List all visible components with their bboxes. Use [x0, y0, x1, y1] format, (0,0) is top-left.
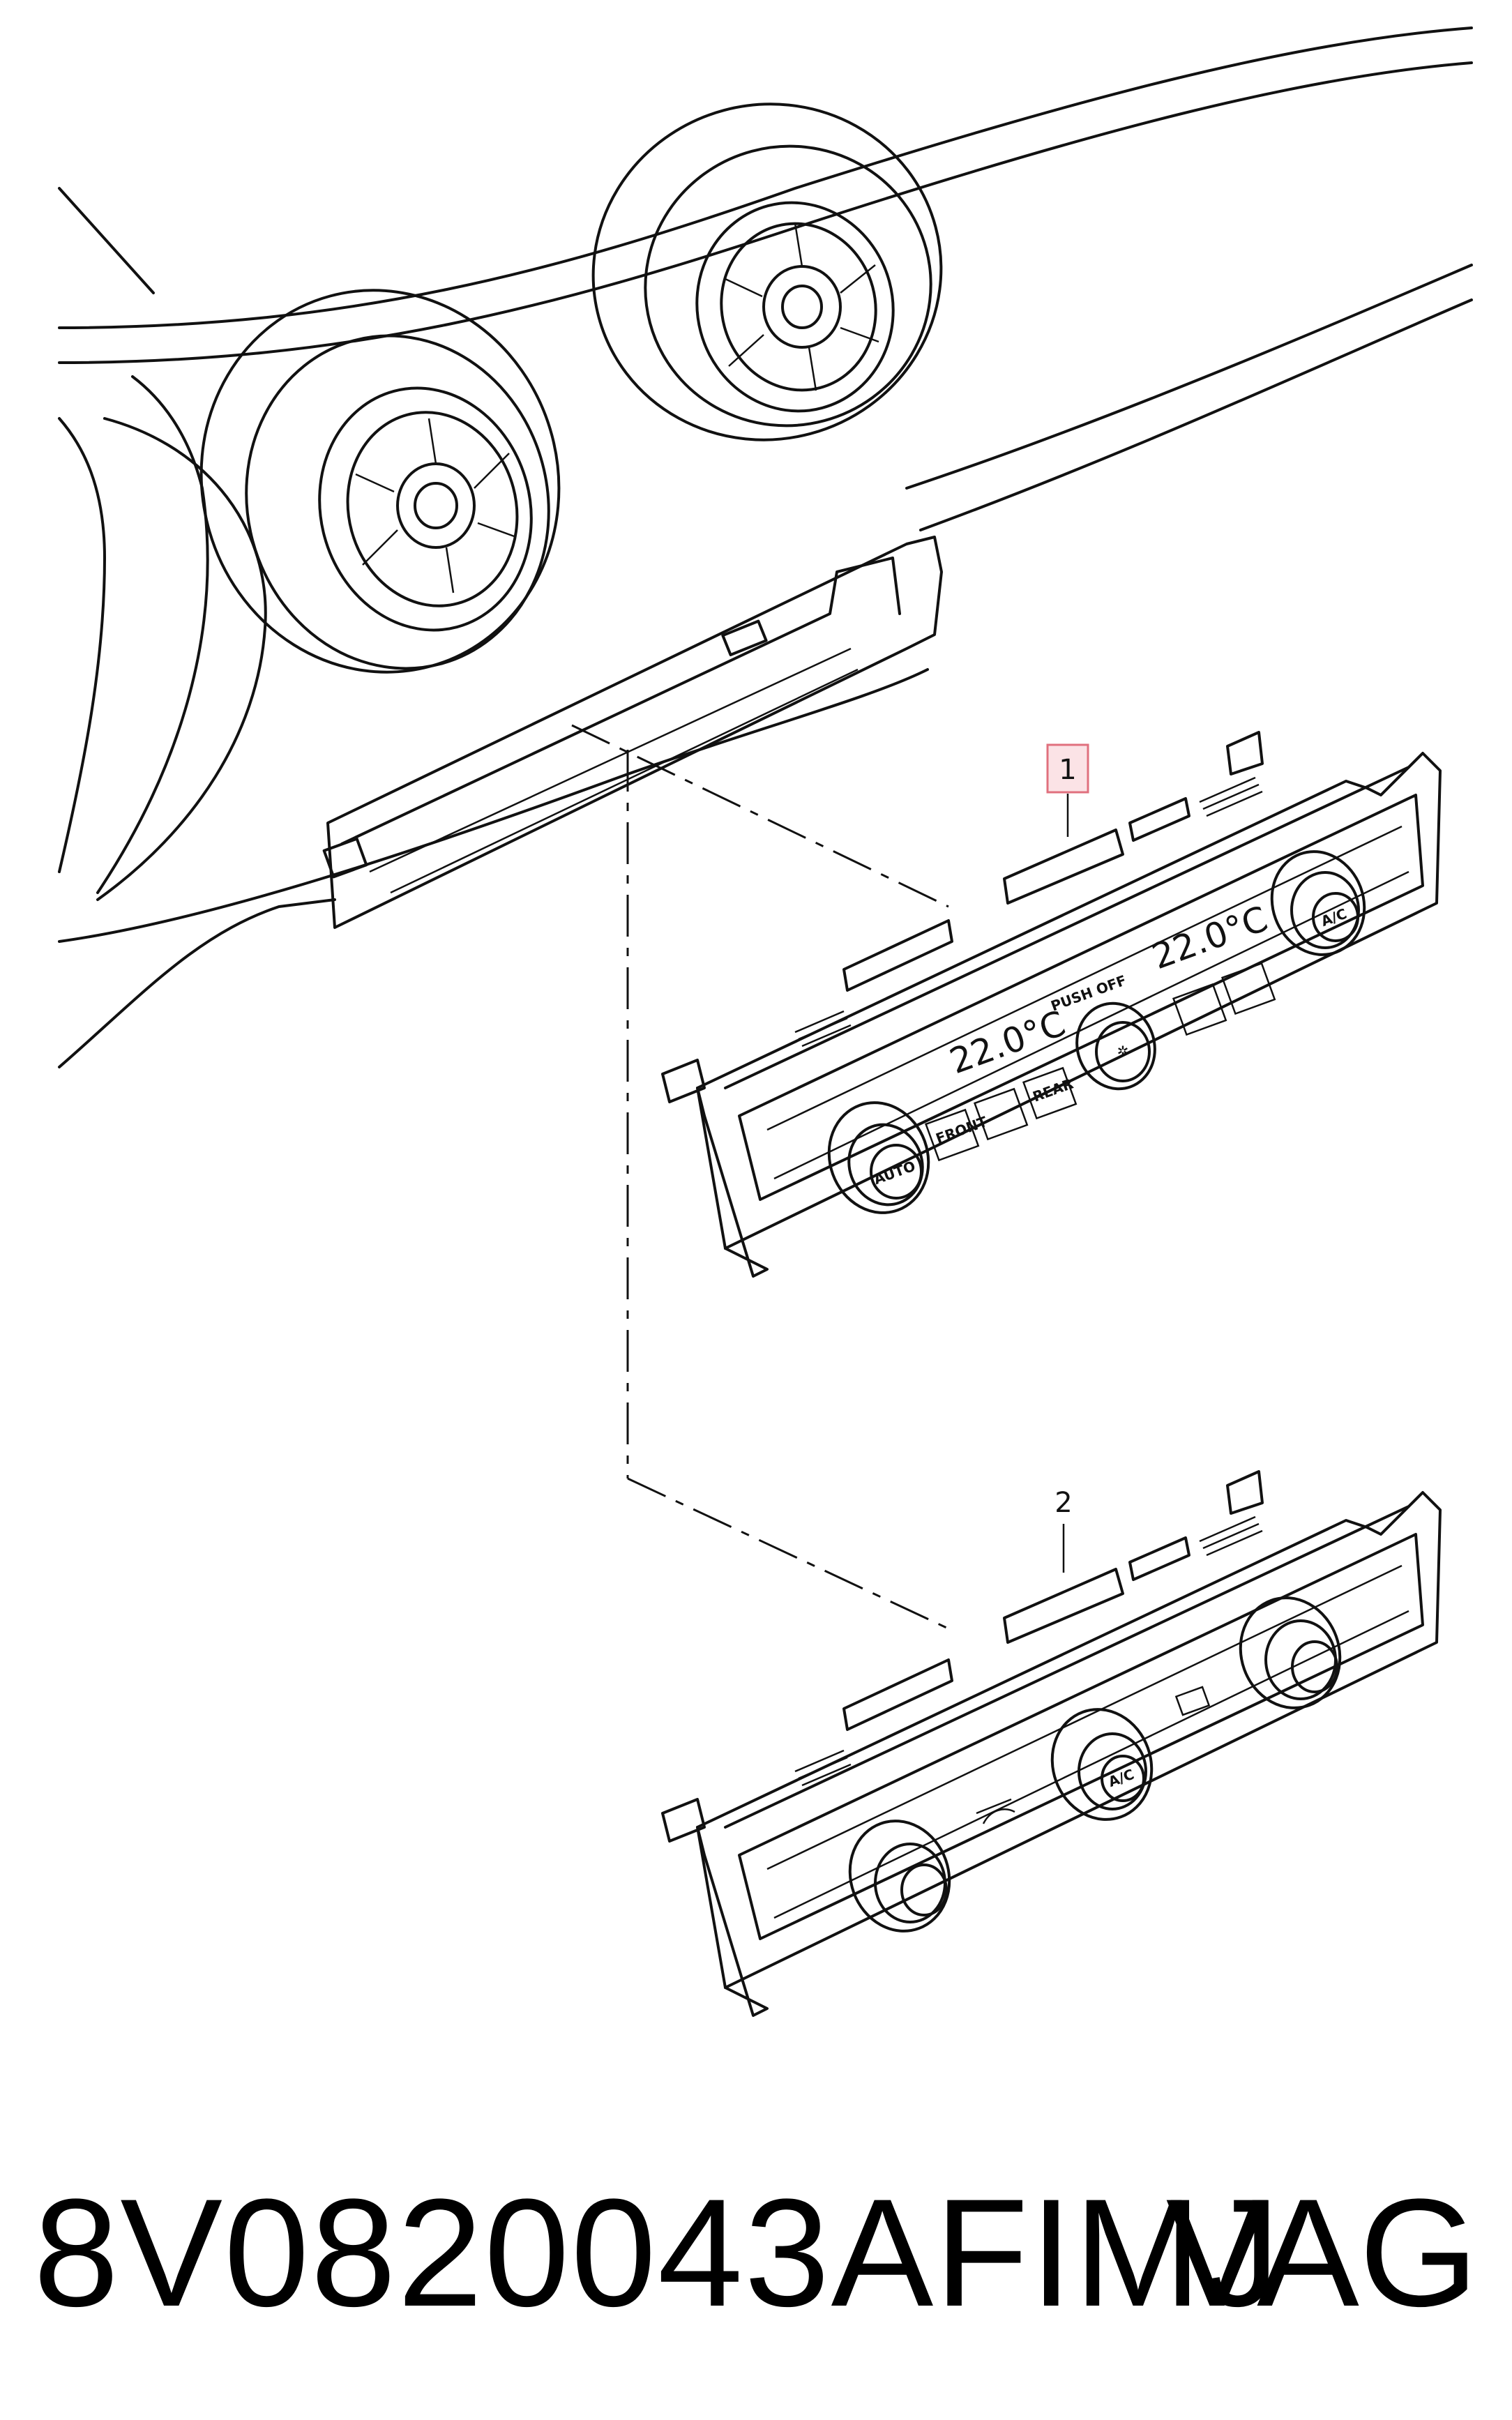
- ac-knob-label: A/C: [1319, 905, 1349, 930]
- callout-1: 1: [1046, 743, 1089, 837]
- temp-knob-right[interactable]: [1225, 1584, 1355, 1722]
- climate-panel-2: A/C: [661, 1470, 1442, 2017]
- fan-icon: ✲: [1117, 1043, 1129, 1059]
- lower-ac-knob-label: A/C: [1106, 1766, 1136, 1790]
- auto-knob[interactable]: AUTO: [814, 1089, 944, 1227]
- exploded-parts-diagram: 1 2 AUTO ✲: [58, 27, 1473, 2017]
- callout-1-label: 1: [1059, 754, 1076, 786]
- diagram-canvas: 1 2 AUTO ✲: [58, 27, 1473, 2017]
- seat-heat-right-button[interactable]: [1220, 962, 1276, 1015]
- part-number: 8V0820043AFIMJ: [33, 2167, 1282, 2338]
- footer: 8V0820043AFIMJ VAG: [0, 2148, 1512, 2357]
- fan-knob-lower[interactable]: A/C: [1037, 1695, 1167, 1833]
- recirc-icon: [976, 1798, 1015, 1824]
- auto-knob-label: AUTO: [871, 1158, 917, 1188]
- callout-2: 2: [1054, 1487, 1073, 1573]
- control-recess: [322, 536, 943, 929]
- climate-panel-1: AUTO ✲ A/C 22.0°C 22.0°C PUSH OFF FRONT: [661, 731, 1442, 1278]
- brand-label: VAG: [1165, 2167, 1479, 2338]
- fan-push-off-label: PUSH OFF: [1049, 971, 1129, 1014]
- temp-knob-left[interactable]: [835, 1807, 965, 1945]
- air-vent-right: [591, 103, 943, 441]
- air-vent-left: [199, 289, 561, 674]
- ac-knob[interactable]: A/C: [1257, 838, 1378, 967]
- callout-1-highlight: [1046, 743, 1089, 794]
- rear-defrost-icon: [1174, 1686, 1211, 1716]
- rear-defrost-button[interactable]: REAR: [1022, 1066, 1078, 1120]
- assembly-leader-lines: [571, 724, 956, 1633]
- fan-knob[interactable]: ✲: [1065, 992, 1167, 1100]
- seat-heat-left-button[interactable]: [1172, 983, 1227, 1036]
- recirc-button[interactable]: [973, 1087, 1029, 1141]
- rear-button-label: REAR: [1031, 1075, 1076, 1105]
- callout-2-label: 2: [1054, 1487, 1072, 1519]
